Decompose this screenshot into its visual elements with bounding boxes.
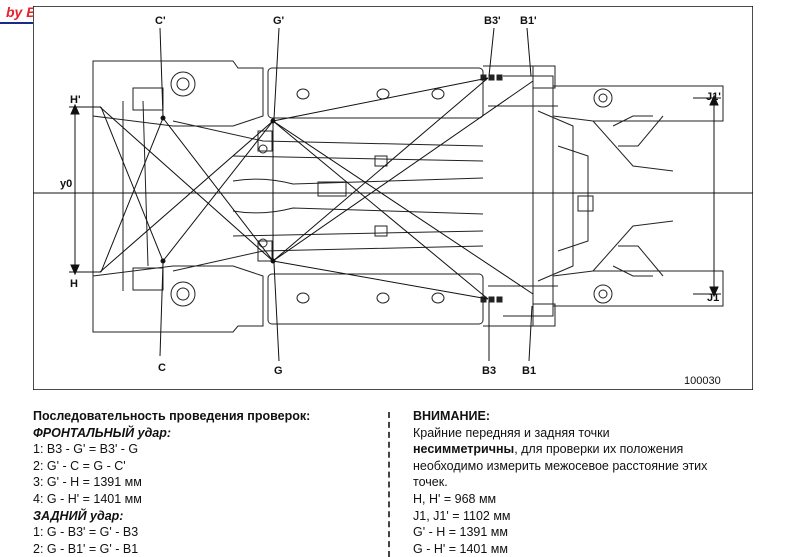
attention-heading: ВНИМАНИЕ: [413, 409, 490, 423]
attention-line-2: несимметричны, для проверки их положения [413, 441, 778, 458]
asymmetric-word: несимметричны [413, 442, 515, 457]
check-sequence-column: Последовательность проведения проверок: … [33, 408, 383, 557]
attention-column: ВНИМАНИЕ: Крайние передняя и задняя точк… [413, 408, 778, 557]
front-step-4: 4: G - H' = 1401 мм [33, 491, 142, 506]
rear-step-2: 2: G - B1' = G' - B1 [33, 541, 139, 556]
diagram-frame [33, 6, 753, 390]
attention-line-2-rest: , для проверки их положения [514, 442, 684, 457]
label-h-top: H' [70, 94, 81, 106]
rear-step-1: 1: G - B3' = G' - B3 [33, 525, 139, 540]
label-b1-top: B1' [520, 15, 537, 27]
attention-line-3: необходимо измерить межосевое расстояние… [413, 458, 708, 473]
attention-line-4: точек. [413, 475, 448, 490]
attention-line-1: Крайние передняя и задняя точки [413, 425, 610, 440]
rear-impact-title: ЗАДНИЙ удар: [33, 508, 124, 523]
dimension-arrows [69, 94, 721, 298]
label-leaders [159, 27, 533, 362]
label-c-top: C' [155, 15, 166, 27]
front-impact-title: ФРОНТАЛЬНЫЙ удар: [33, 425, 172, 440]
label-g-top: G' [273, 15, 285, 27]
underbody-outline [92, 60, 724, 333]
measurement-lines [99, 77, 534, 300]
sequence-heading: Последовательность проведения проверок: [33, 409, 311, 423]
value-g-h-prime: G - H' = 1401 мм [413, 541, 508, 556]
underbody-diagram: C' G' B3' B1' H' H y0 J1' J1 C G B3 B1 1… [33, 6, 753, 390]
front-step-3: 3: G' - H = 1391 мм [33, 475, 142, 490]
figure-code: 100030 [684, 375, 721, 387]
label-g-bottom: G [274, 365, 283, 377]
front-step-2: 2: G' - C = G - C' [33, 458, 126, 473]
label-j1-bottom: J1 [707, 292, 719, 304]
label-y0: y0 [60, 178, 72, 190]
value-h: H, H' = 968 мм [413, 491, 497, 506]
column-separator [388, 412, 390, 557]
label-b3-bottom: B3 [482, 365, 496, 377]
label-c-bottom: C [158, 362, 166, 374]
label-b1-bottom: B1 [522, 365, 536, 377]
front-step-1: 1: B3 - G' = B3' - G [33, 442, 139, 457]
label-b3-top: B3' [484, 15, 501, 27]
measurement-points [160, 115, 276, 264]
label-h-bottom: H [70, 278, 78, 290]
value-g-prime-h: G' - H = 1391 мм [413, 525, 508, 540]
label-j1-top: J1' [706, 91, 721, 103]
value-j1: J1, J1' = 1102 мм [413, 508, 511, 523]
